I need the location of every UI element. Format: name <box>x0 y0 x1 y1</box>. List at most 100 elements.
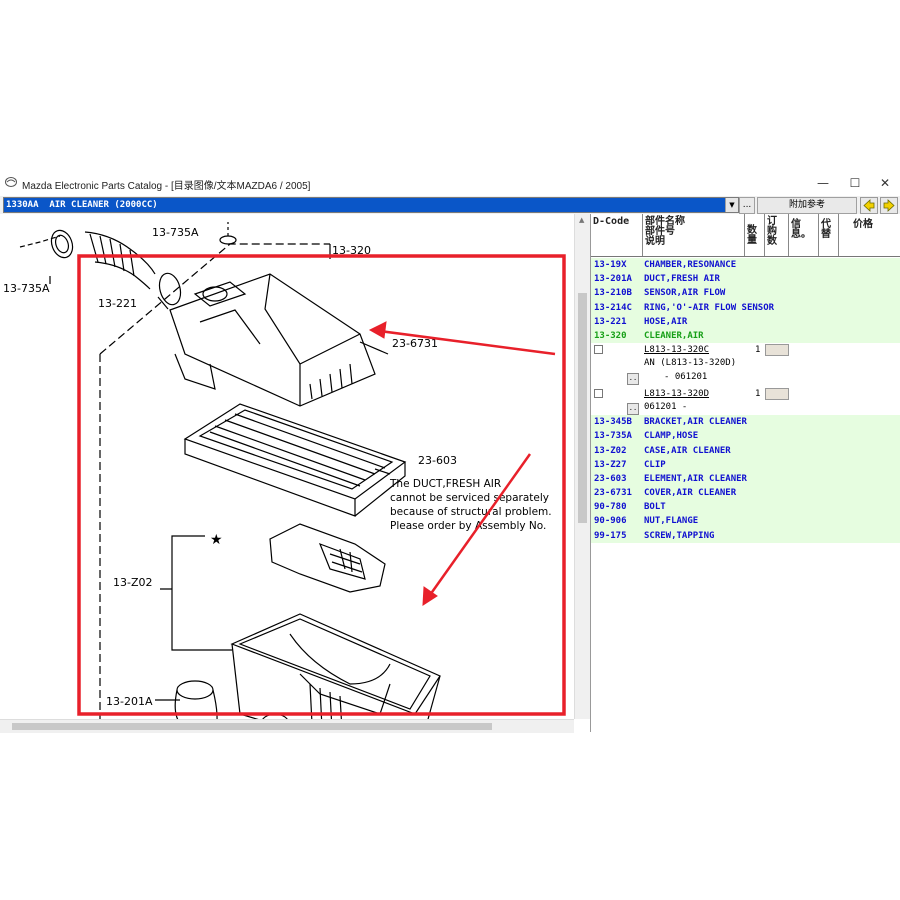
label-13-320: 13-320 <box>332 244 371 257</box>
row-part-name: SENSOR,AIR FLOW <box>644 288 726 299</box>
row-dcode: 13-221 <box>594 316 627 327</box>
label-13-201a: 13-201A <box>106 695 153 708</box>
table-row[interactable]: 13-345B BRACKET,AIR CLEANER <box>591 415 900 430</box>
table-row[interactable]: 90-780 BOLT <box>591 500 900 515</box>
row-part-name: CLAMP,HOSE <box>644 431 699 442</box>
parts-diagram-pane[interactable]: 13-735A 13-735A 13-221 13-320 23-6731 23… <box>0 214 590 732</box>
select-checkbox[interactable] <box>594 345 603 355</box>
label-13-735a-top: 13-735A <box>152 226 199 239</box>
label-23-603: 23-603 <box>418 454 457 467</box>
header-order-text-3: 数 <box>767 236 777 247</box>
more-info-button[interactable]: .. <box>627 373 639 386</box>
row-part-name: CLEANER,AIR <box>644 330 704 341</box>
row-part-name: BRACKET,AIR CLEANER <box>644 417 747 428</box>
vertical-scroll-thumb[interactable] <box>578 293 587 523</box>
select-checkbox[interactable] <box>594 389 603 399</box>
mazda-logo-icon <box>5 177 17 187</box>
header-order-text-2: 购 <box>767 226 777 237</box>
horizontal-scroll-thumb[interactable] <box>12 723 492 730</box>
more-button[interactable]: ... <box>739 197 755 214</box>
label-23-6731: 23-6731 <box>392 337 438 350</box>
part-qty: 1 <box>755 345 761 356</box>
more-info-button[interactable]: .. <box>627 403 639 416</box>
toolbar: 1330AA AIR CLEANER (2000CC) ▼ ... 附加参考 <box>0 196 900 215</box>
table-row[interactable]: 13-735A CLAMP,HOSE <box>591 429 900 444</box>
label-13-221: 13-221 <box>98 297 137 310</box>
red-arrow-to-case <box>423 453 532 603</box>
row-dcode: 13-Z27 <box>594 459 627 470</box>
row-dcode: 13-345B <box>594 417 632 428</box>
highlight-box <box>77 254 566 716</box>
order-qty-input[interactable] <box>765 388 789 401</box>
header-part-name-text: 部件名称 <box>645 216 685 227</box>
row-dcode: 23-603 <box>594 473 627 484</box>
header-dcode: D-Code <box>591 214 643 256</box>
diagram-note-line-3: because of structural problem. <box>390 506 552 518</box>
diagram-horizontal-scrollbar[interactable] <box>0 719 574 733</box>
minimize-icon[interactable]: — <box>817 176 829 190</box>
header-info-text-1: 信 <box>791 219 801 230</box>
window-title: Mazda Electronic Parts Catalog - [目录图像/文… <box>22 181 311 192</box>
part-number-row[interactable]: L813-13-320D 1 .. 061201 - <box>591 387 900 416</box>
app-window: Mazda Electronic Parts Catalog - [目录图像/文… <box>0 170 900 733</box>
part-number-row[interactable]: L813-13-320C 1 AN (L813-13-320D) <box>591 343 900 372</box>
additional-reference-button[interactable]: 附加参考 <box>757 197 857 214</box>
diagram-note-line-2: cannot be serviced separately <box>390 492 549 504</box>
row-dcode: 13-210B <box>594 288 632 299</box>
table-row[interactable]: 23-6731 COVER,AIR CLEANER <box>591 486 900 501</box>
label-13-z02: 13-Z02 <box>113 576 153 589</box>
part-number-link[interactable]: L813-13-320D <box>644 389 710 400</box>
row-dcode: 23-6731 <box>594 488 632 499</box>
table-row[interactable]: 13-Z02 CASE,AIR CLEANER <box>591 443 900 458</box>
header-part-name: 部件名称 部件号 说明 <box>643 214 745 256</box>
header-order-qty: 订 购 数 <box>765 214 789 256</box>
header-sub-text-1: 代 <box>821 219 831 230</box>
row-part-name: ELEMENT,AIR CLEANER <box>644 473 747 484</box>
chevron-down-icon[interactable]: ▼ <box>725 198 738 212</box>
close-icon[interactable]: ✕ <box>879 176 891 190</box>
section-select[interactable]: 1330AA AIR CLEANER (2000CC) ▼ <box>3 197 739 213</box>
row-part-name: RING,'O'-AIR FLOW SENSOR <box>644 302 775 313</box>
row-part-name: COVER,AIR CLEANER <box>644 488 737 499</box>
row-dcode: 13-735A <box>594 431 632 442</box>
row-dcode: 13-Z02 <box>594 445 627 456</box>
row-dcode: 90-780 <box>594 502 627 513</box>
row-dcode: 13-201A <box>594 274 632 285</box>
row-dcode: 13-320 <box>594 330 627 341</box>
maximize-icon[interactable]: ☐ <box>849 176 861 190</box>
table-row-current[interactable]: 13-320 CLEANER,AIR <box>591 328 900 344</box>
header-qty: 数 量 <box>745 214 765 256</box>
row-dcode: 13-19X <box>594 260 627 270</box>
part-number-link[interactable]: L813-13-320C <box>644 345 710 356</box>
header-info: 信 息。 <box>789 214 819 256</box>
title-bar: Mazda Electronic Parts Catalog - [目录图像/文… <box>0 170 900 197</box>
prev-arrow-icon[interactable] <box>860 197 878 214</box>
table-row[interactable]: 13-210B SENSOR,AIR FLOW <box>591 286 900 301</box>
row-part-name: NUT,FLANGE <box>644 516 699 527</box>
table-row[interactable]: 13-201A DUCT,FRESH AIR <box>591 272 900 287</box>
scroll-up-icon[interactable]: ▲ <box>579 216 585 224</box>
header-substitute: 代 替 <box>819 214 839 256</box>
diagram-vertical-scrollbar[interactable]: ▲ <box>574 214 590 719</box>
header-info-text-2: 息。 <box>791 229 811 240</box>
part-qty: 1 <box>755 389 761 400</box>
row-part-name: DUCT,FRESH AIR <box>644 274 720 285</box>
part-date-range: 061201 - <box>644 402 688 413</box>
row-part-name: BOLT <box>644 502 666 513</box>
next-arrow-icon[interactable] <box>880 197 898 214</box>
section-select-value: 1330AA AIR CLEANER (2000CC) <box>4 198 726 212</box>
header-part-number-text: 部件号 <box>645 226 675 237</box>
order-qty-input[interactable] <box>765 344 789 357</box>
row-part-name: CASE,AIR CLEANER <box>644 445 731 456</box>
header-price: 价格 <box>839 214 900 256</box>
table-row[interactable]: 23-603 ELEMENT,AIR CLEANER <box>591 471 900 487</box>
diagram-note-line-1: The DUCT,FRESH AIR <box>389 478 501 490</box>
row-dcode: 99-175 <box>594 530 627 541</box>
